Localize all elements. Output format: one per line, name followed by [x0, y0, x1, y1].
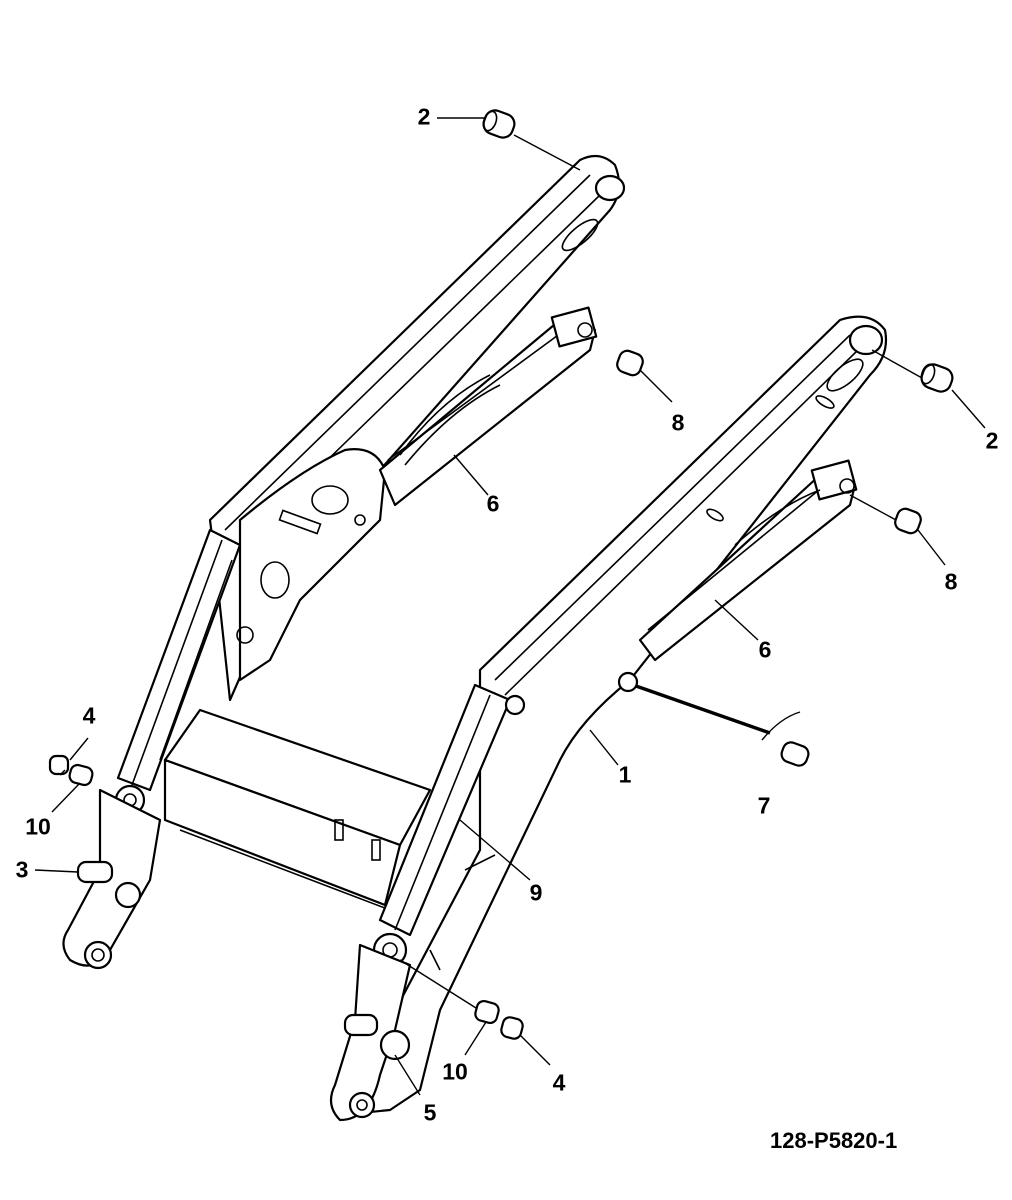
callout-7: 7 — [757, 792, 771, 819]
bushing-10-left — [68, 763, 94, 787]
bushing-8-right — [894, 507, 922, 535]
left-lift-cylinder — [114, 528, 242, 816]
nut-4-right — [500, 1016, 524, 1040]
callout-4-right: 4 — [552, 1069, 566, 1096]
callout-10-left: 10 — [25, 813, 51, 840]
right-lift-cylinder — [372, 683, 526, 968]
pin-2-top — [482, 109, 516, 139]
pin-2-right — [920, 363, 954, 393]
leader-lines — [34, 117, 986, 1096]
callout-1: 1 — [618, 761, 632, 788]
callout-9: 9 — [529, 879, 543, 906]
left-tilt-cylinder — [378, 306, 598, 507]
cross-tube — [163, 708, 432, 911]
callout-8-left: 8 — [671, 409, 685, 436]
callout-3: 3 — [15, 856, 29, 883]
callout-6-left: 6 — [486, 490, 500, 517]
bushing-10-right — [474, 999, 500, 1025]
callout-2-top: 2 — [417, 103, 431, 130]
callout-5: 5 — [423, 1099, 437, 1126]
right-boom-arm — [338, 315, 888, 1117]
pin-7 — [635, 684, 810, 767]
left-mount-bracket — [62, 788, 162, 970]
left-boom-arm — [208, 154, 626, 702]
right-tilt-cylinder — [638, 459, 858, 662]
callout-4-left: 4 — [82, 702, 96, 729]
drawing-number: 128-P5820-1 — [770, 1128, 898, 1153]
callout-6-right: 6 — [758, 636, 772, 663]
callout-10-right: 10 — [442, 1058, 468, 1085]
nut-4-left — [48, 754, 70, 776]
callout-8-right: 8 — [944, 568, 958, 595]
right-mount-bracket — [329, 943, 412, 1122]
callout-2-right: 2 — [985, 427, 999, 454]
bushing-8-left — [616, 349, 644, 377]
